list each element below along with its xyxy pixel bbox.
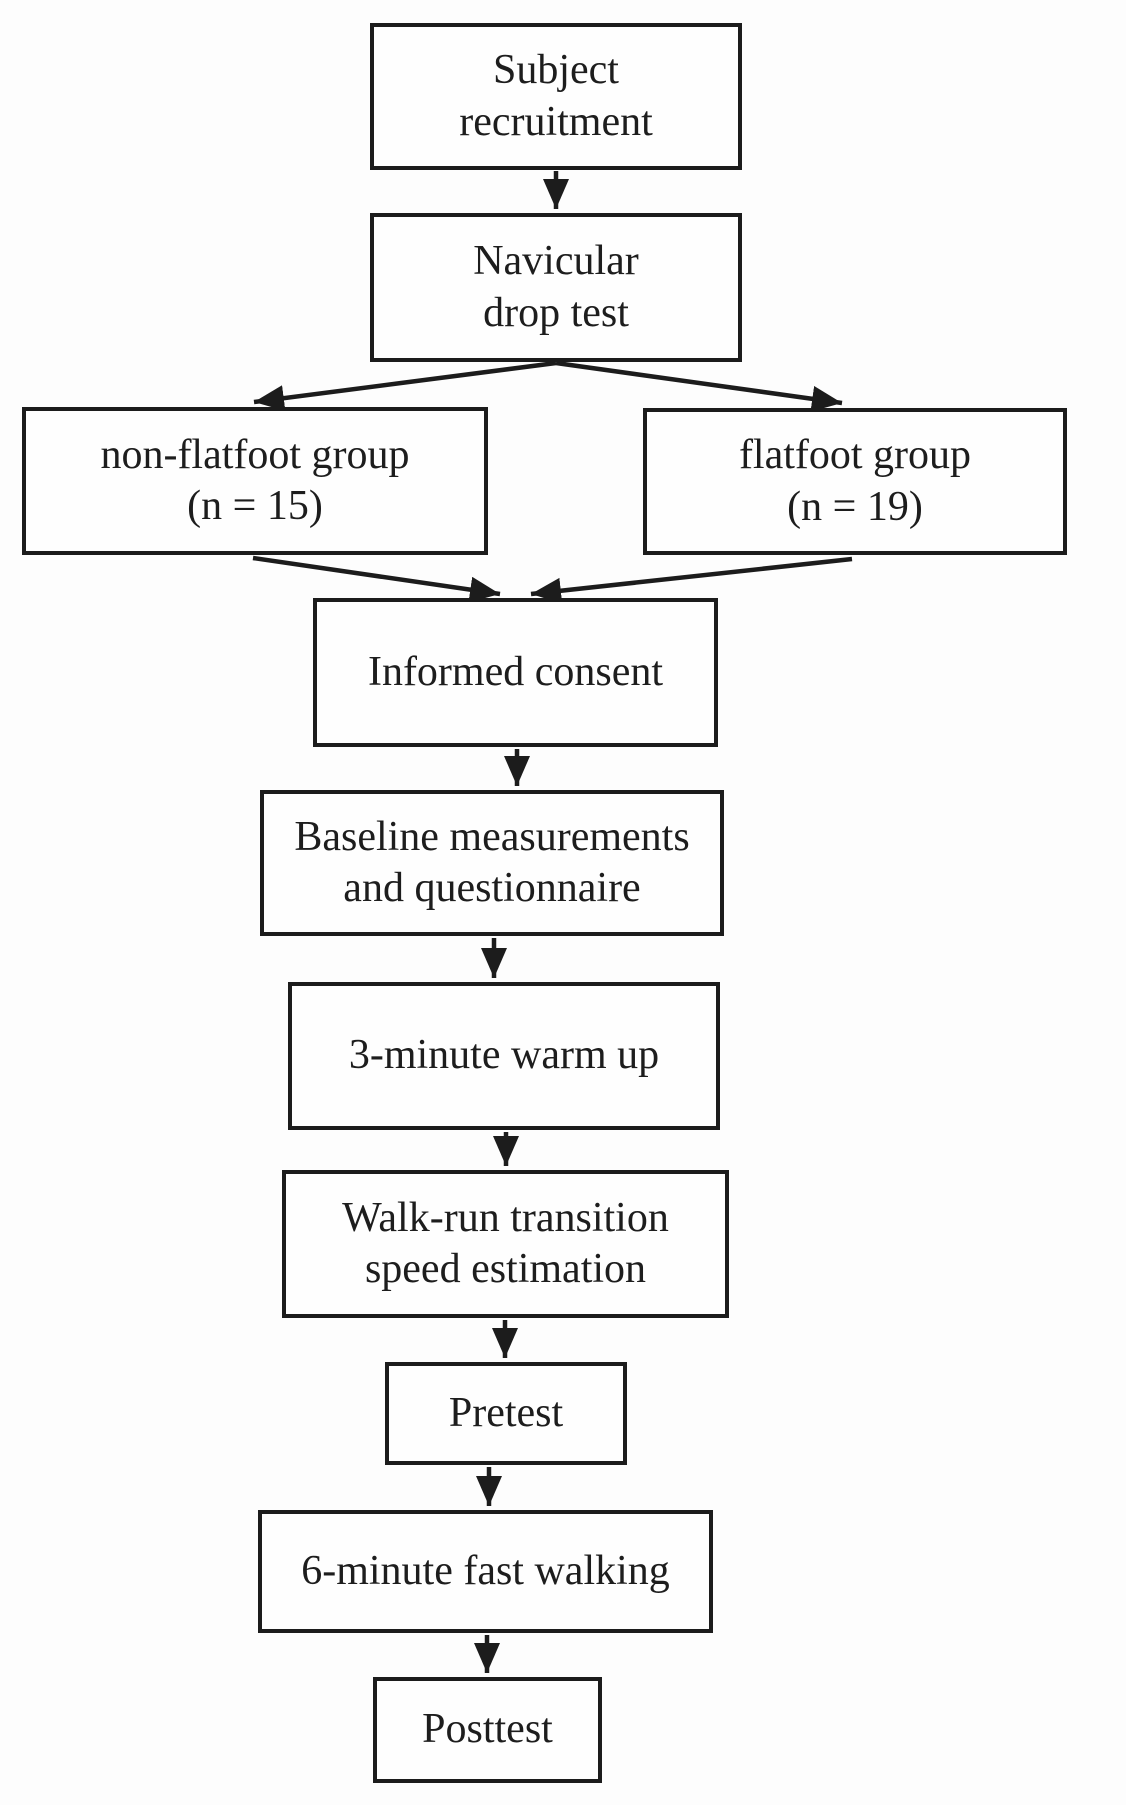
flow-node-warm-up: 3-minute warm up <box>288 982 720 1130</box>
flow-node-pretest: Pretest <box>385 1362 627 1465</box>
edge-nonflatfoot-to-consent <box>252 555 501 603</box>
node-label-subject-recruitment: Subject recruitment <box>459 47 653 145</box>
flow-node-fast-walking: 6-minute fast walking <box>258 1510 713 1633</box>
node-label-informed-consent: Informed consent <box>367 648 664 695</box>
edge-navicular-to-flatfoot <box>555 360 843 412</box>
node-label-posttest: Posttest <box>422 1706 553 1753</box>
edge-flatfoot-to-consent <box>530 556 853 604</box>
node-label-warm-up: 3-minute warm up <box>348 1032 660 1079</box>
flow-node-baseline-measurements: Baseline measurements and questionnaire <box>260 790 724 936</box>
flow-node-navicular-drop-test: Navicular drop test <box>370 213 742 362</box>
node-label-non-flatfoot-group: non-flatfoot group (n = 15) <box>100 431 410 529</box>
flow-node-non-flatfoot-group: non-flatfoot group (n = 15) <box>22 407 488 555</box>
node-label-pretest: Pretest <box>448 1389 564 1436</box>
node-label-fast-walking: 6-minute fast walking <box>301 1547 670 1594</box>
flow-node-walk-run-transition: Walk-run transition speed estimation <box>282 1170 729 1318</box>
flow-node-informed-consent: Informed consent <box>313 598 718 747</box>
node-label-navicular-drop-test: Navicular drop test <box>473 238 639 336</box>
node-label-walk-run-transition: Walk-run transition speed estimation <box>342 1194 669 1292</box>
flow-node-flatfoot-group: flatfoot group (n = 19) <box>643 408 1067 555</box>
flow-node-subject-recruitment: Subject recruitment <box>370 23 742 170</box>
node-label-baseline-measurements: Baseline measurements and questionnaire <box>294 813 690 911</box>
edge-navicular-to-nonflatfoot <box>253 360 557 412</box>
node-label-flatfoot-group: flatfoot group (n = 19) <box>738 432 972 530</box>
flow-node-posttest: Posttest <box>373 1677 602 1783</box>
